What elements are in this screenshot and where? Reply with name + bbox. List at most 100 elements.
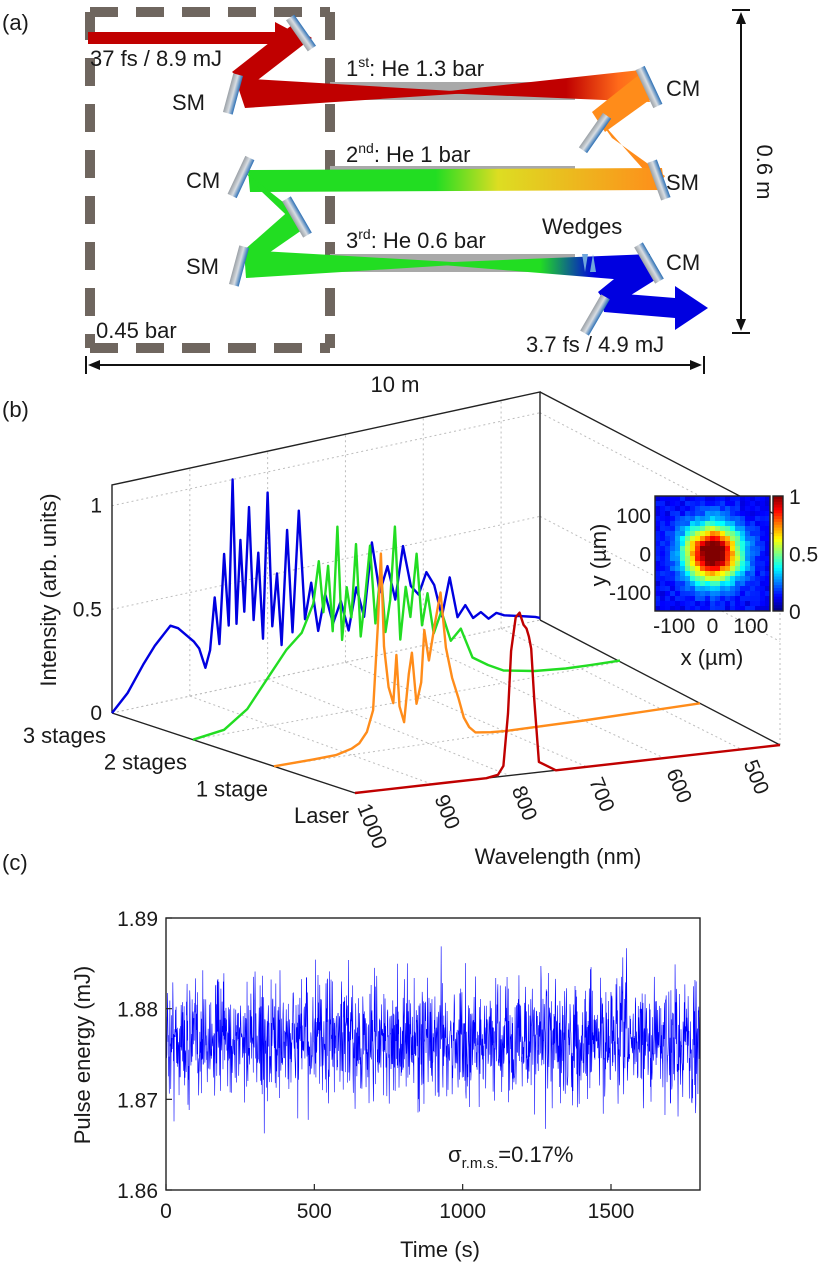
x-gridline bbox=[267, 678, 510, 777]
output-beam bbox=[600, 286, 708, 330]
heatmap-cell bbox=[720, 531, 726, 537]
heatmap-cell bbox=[720, 606, 726, 612]
heatmap-cell bbox=[745, 601, 751, 607]
colorbar-cell bbox=[773, 602, 783, 606]
chirped-mirror-icon-3 bbox=[634, 242, 664, 284]
heatmap-cell bbox=[670, 501, 676, 507]
heatmap-cell bbox=[745, 521, 751, 527]
heatmap-cell bbox=[700, 541, 706, 547]
pulse-energy-trace bbox=[166, 946, 700, 1134]
category-label: 1 stage bbox=[196, 776, 268, 801]
heatmap-cell bbox=[735, 606, 741, 612]
heatmap-cell bbox=[750, 496, 756, 502]
back-wall-frame bbox=[111, 391, 541, 713]
input-beam bbox=[88, 22, 305, 54]
heatmap-cell bbox=[730, 516, 736, 522]
inset-y-tick-label: 0 bbox=[639, 544, 651, 567]
heatmap-cell bbox=[675, 561, 681, 567]
inset-y-tick-label: -100 bbox=[609, 582, 651, 605]
heatmap-cell bbox=[660, 546, 666, 552]
heatmap-cell bbox=[660, 496, 666, 502]
heatmap-cell bbox=[695, 501, 701, 507]
heatmap-cell bbox=[660, 586, 666, 592]
heatmap-cell bbox=[720, 561, 726, 567]
heatmap-cell bbox=[665, 506, 671, 512]
heatmap-cell bbox=[665, 496, 671, 502]
heatmap-cell bbox=[700, 586, 706, 592]
heatmap-cell bbox=[745, 606, 751, 612]
heatmap-cell bbox=[690, 596, 696, 602]
input-pulse-label: 37 fs / 8.9 mJ bbox=[90, 46, 222, 71]
heatmap-cell bbox=[680, 501, 686, 507]
heatmap-cell bbox=[735, 531, 741, 537]
heatmap-cell bbox=[725, 576, 731, 582]
heatmap-cell bbox=[660, 561, 666, 567]
heatmap-cell bbox=[710, 506, 716, 512]
heatmap-cell bbox=[655, 586, 661, 592]
stage-2-label: 2nd: He 1 bar bbox=[346, 140, 470, 167]
heatmap-cell bbox=[685, 551, 691, 557]
heatmap-cell bbox=[665, 581, 671, 587]
heatmap-cell bbox=[705, 601, 711, 607]
heatmap-cell bbox=[765, 496, 771, 502]
colorbar-cell bbox=[773, 565, 783, 569]
heatmap-cell bbox=[670, 536, 676, 542]
heatmap-cell bbox=[720, 506, 726, 512]
heatmap-cell bbox=[720, 526, 726, 532]
heatmap-cell bbox=[695, 566, 701, 572]
heatmap-cell bbox=[765, 536, 771, 542]
spectrum-1-stage bbox=[273, 552, 701, 768]
heatmap-cell bbox=[680, 606, 686, 612]
heatmap-cell bbox=[765, 501, 771, 507]
y-tick-label: 1.89 bbox=[117, 908, 158, 931]
heatmap-cell bbox=[720, 556, 726, 562]
spherical-mirror-icon-1 bbox=[222, 73, 244, 115]
heatmap-cell bbox=[670, 516, 676, 522]
height-dimension bbox=[732, 9, 750, 334]
x-tick-label: 600 bbox=[661, 765, 695, 806]
heatmap-cell bbox=[765, 566, 771, 572]
heatmap-cell bbox=[740, 541, 746, 547]
heatmap-cell bbox=[755, 566, 761, 572]
heatmap-cell bbox=[710, 521, 716, 527]
heatmap-cell bbox=[745, 561, 751, 567]
heatmap-cell bbox=[715, 541, 721, 547]
heatmap-cell bbox=[760, 601, 766, 607]
heatmap-cell bbox=[695, 576, 701, 582]
colorbar-tick-label: 1 bbox=[789, 486, 801, 509]
heatmap-cell bbox=[655, 531, 661, 537]
heatmap-cell bbox=[665, 516, 671, 522]
heatmap-cell bbox=[715, 566, 721, 572]
heatmap-cell bbox=[665, 501, 671, 507]
heatmap-cell bbox=[725, 511, 731, 517]
heatmap-cell bbox=[675, 606, 681, 612]
chirped-mirror-icon-2b bbox=[282, 196, 312, 238]
heatmap-cell bbox=[675, 591, 681, 597]
heatmap-cell bbox=[765, 576, 771, 582]
heatmap-cell bbox=[715, 556, 721, 562]
heatmap-cell bbox=[765, 581, 771, 587]
colorbar-cell bbox=[773, 504, 783, 508]
category-label: 3 stages bbox=[23, 723, 106, 748]
heatmap-cell bbox=[735, 591, 741, 597]
spectrum-3-stages bbox=[111, 478, 541, 714]
heatmap-cell bbox=[700, 561, 706, 567]
heatmap-cell bbox=[735, 576, 741, 582]
wedges-icon bbox=[582, 254, 596, 272]
heatmap-cell bbox=[655, 581, 661, 587]
inset-y-tick-label: 100 bbox=[616, 505, 651, 528]
heatmap-cell bbox=[765, 546, 771, 552]
heatmap-cell bbox=[725, 501, 731, 507]
heatmap-cell bbox=[660, 591, 666, 597]
colorbar-cell bbox=[773, 516, 783, 520]
heatmap-cell bbox=[660, 581, 666, 587]
heatmap-cell bbox=[655, 511, 661, 517]
colorbar-tick-label: 0.5 bbox=[789, 544, 818, 567]
heatmap-cell bbox=[745, 506, 751, 512]
colorbar-cell bbox=[773, 590, 783, 595]
heatmap-cell bbox=[670, 586, 676, 592]
heatmap-cell bbox=[690, 576, 696, 582]
x-tick-label: 900 bbox=[430, 792, 464, 833]
